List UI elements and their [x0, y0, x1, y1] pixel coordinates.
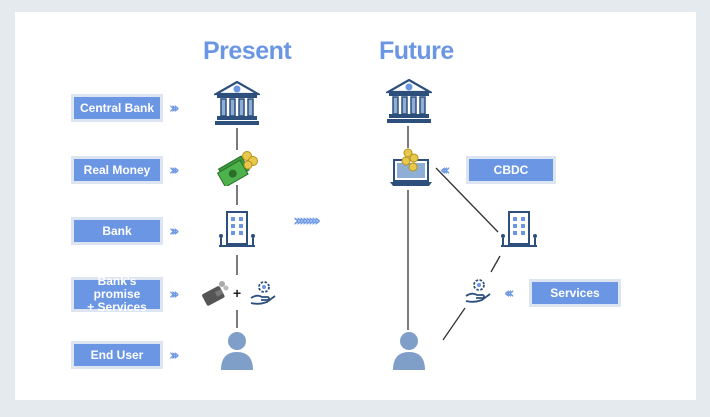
present-heading: Present: [203, 37, 292, 65]
office-building-icon: [501, 211, 537, 247]
chevron-left-icon: ‹‹‹: [504, 284, 514, 302]
user-icon: [221, 332, 253, 370]
bank-building-icon: [214, 81, 260, 125]
label-central-bank: Central Bank: [74, 97, 160, 119]
label-banks-promise-line2: + Services: [87, 300, 147, 314]
hand-gear-icon: [465, 279, 491, 303]
label-cbdc: CBDC: [469, 159, 553, 181]
chevron-right-icon: ›››: [169, 346, 179, 364]
diagram-card: [15, 12, 696, 400]
transition-chevrons-icon: ››››››››: [293, 211, 321, 231]
chevron-right-icon: ›››: [169, 99, 179, 117]
label-banks-promise-line1: Bank's promise: [93, 274, 141, 301]
chevron-right-icon: ›››: [169, 161, 179, 179]
label-end-user: End User: [74, 344, 160, 366]
label-banks-promise: Bank's promise + Services: [74, 275, 160, 314]
hand-gear-icon: [250, 281, 276, 305]
chevron-right-icon: ›››: [169, 285, 179, 303]
money-bills-icon: [217, 151, 258, 186]
user-icon: [393, 332, 425, 370]
chevron-right-icon: ›››: [169, 222, 179, 240]
label-real-money: Real Money: [74, 159, 160, 181]
future-line-4: [490, 255, 501, 273]
chevron-left-icon: ‹‹‹: [440, 161, 450, 179]
bank-building-icon: [386, 79, 432, 123]
label-bank: Bank: [74, 220, 160, 242]
wallet-icon: [202, 281, 229, 306]
office-building-icon: [219, 211, 255, 247]
future-heading: Future: [379, 37, 454, 65]
future-line-5: [442, 307, 466, 341]
future-line-3: [435, 167, 499, 233]
laptop-coins-icon: [390, 148, 432, 186]
label-services: Services: [532, 282, 618, 304]
plus-sign: +: [233, 285, 242, 301]
